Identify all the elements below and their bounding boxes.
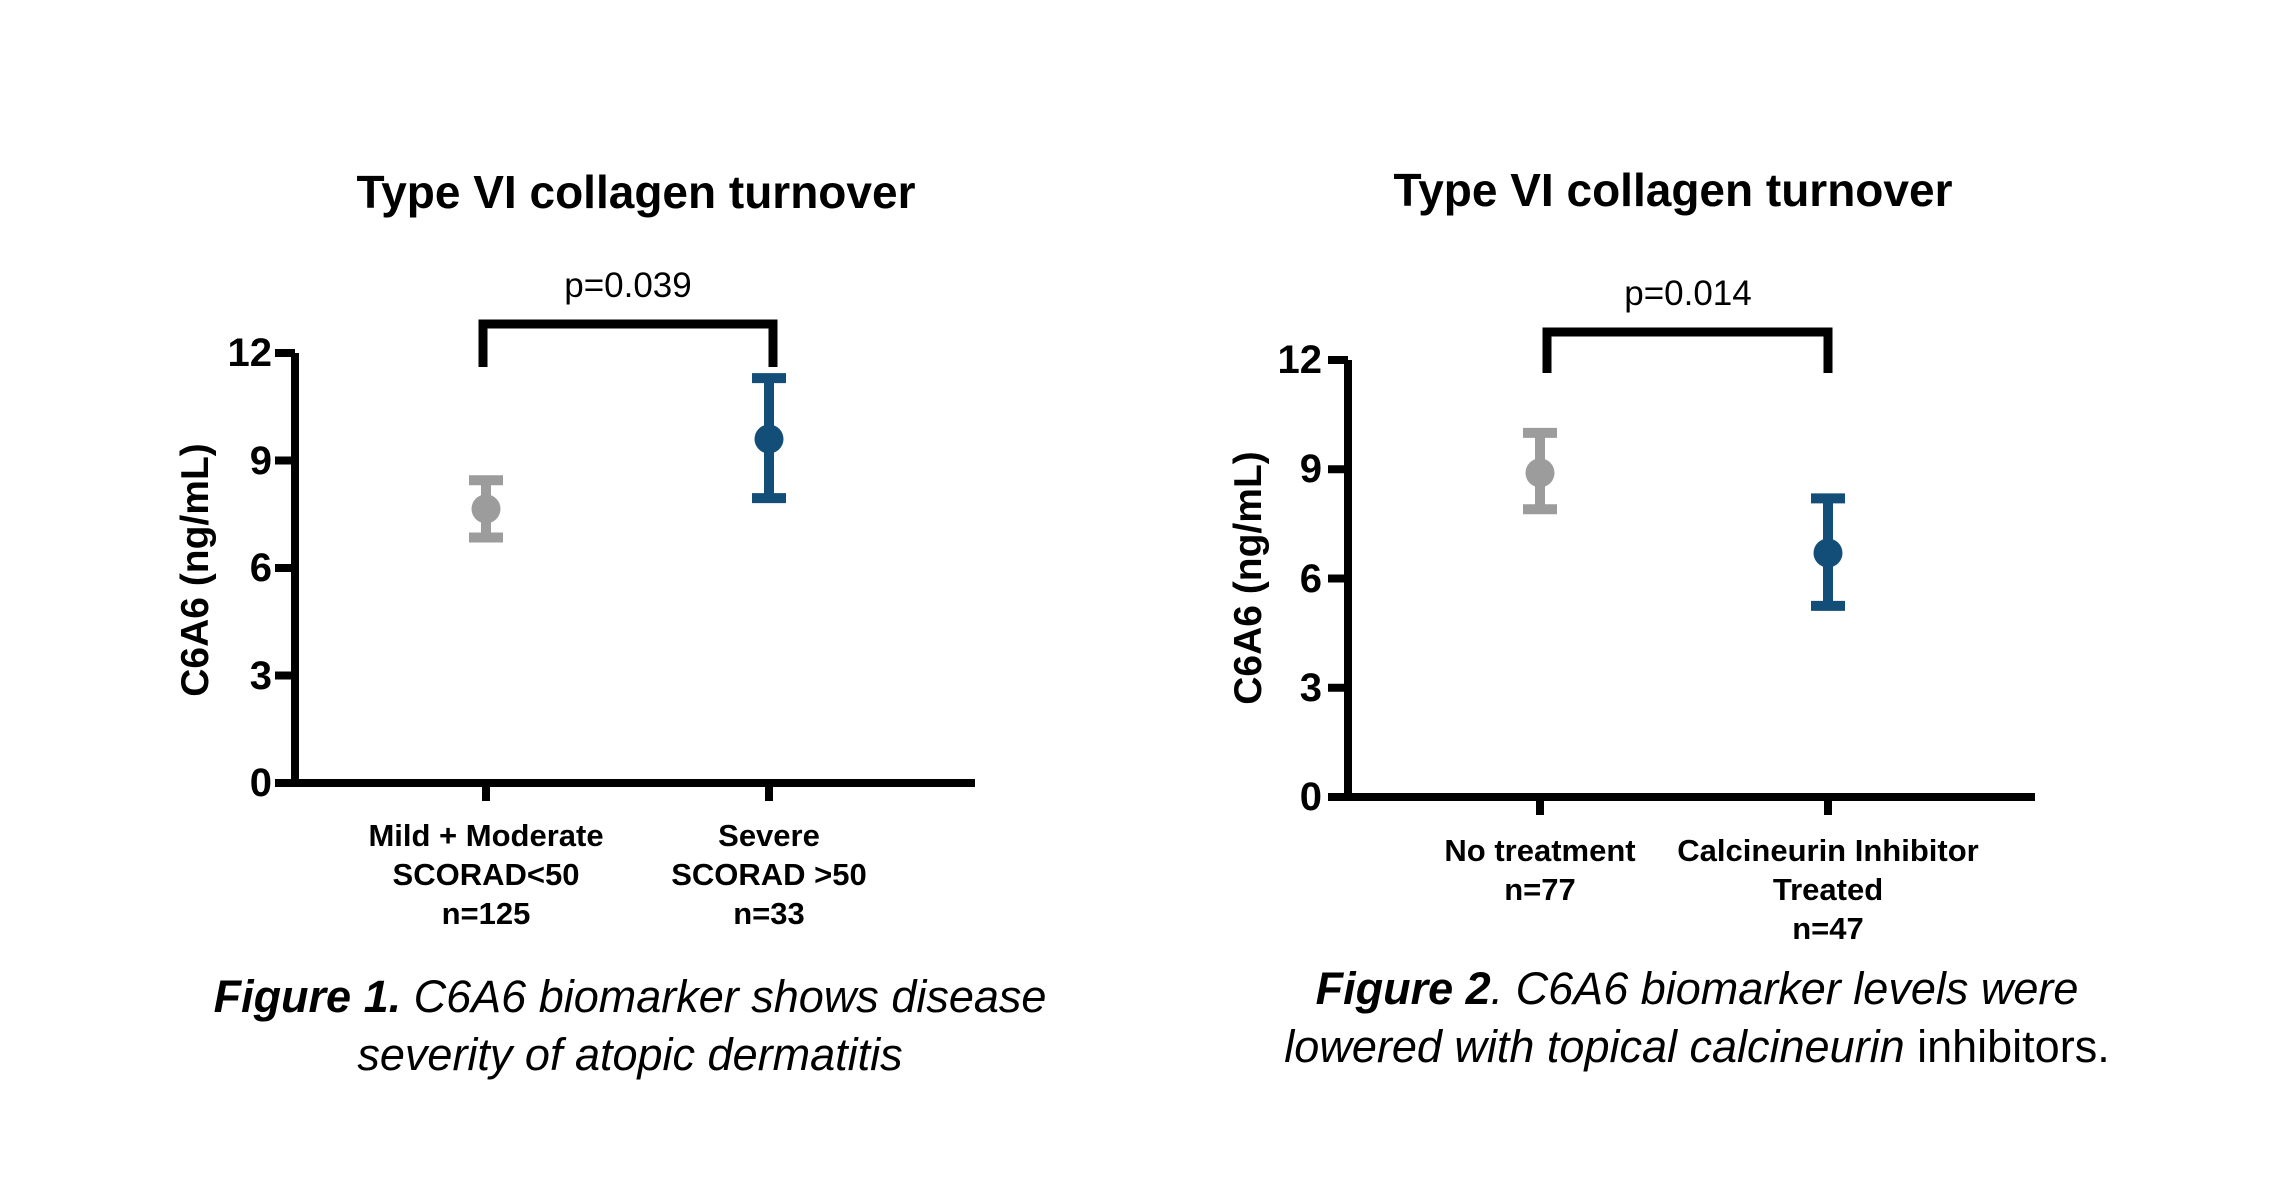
caption-line: Figure 2. C6A6 biomarker levels were (1127, 960, 2267, 1018)
caption-segment: Figure 1. (213, 971, 402, 1022)
x-category-label-line: n=33 (733, 896, 805, 931)
caption-segment: inhibitors. (1917, 1021, 2110, 1072)
y-tick-label: 3 (1299, 665, 1322, 710)
caption-segment: Figure 2 (1315, 963, 1491, 1014)
y-tick-label: 0 (1299, 775, 1322, 819)
chart2-title: Type VI collagen turnover (1393, 164, 1953, 216)
x-category-label-line: n=47 (1792, 911, 1864, 946)
caption-segment: severity of atopic dermatitis (357, 1029, 903, 1080)
y-tick-label: 12 (1277, 338, 1323, 382)
y-tick-label: 0 (249, 761, 272, 805)
mean-data-point (1525, 458, 1555, 488)
chart-1-plot (275, 319, 975, 801)
significance-bracket (1542, 327, 1833, 373)
axes (1344, 360, 2035, 801)
y-tick-label: 3 (249, 653, 272, 698)
mean-data-point (754, 424, 784, 454)
chart-2-plot (1328, 327, 2035, 815)
x-category-label-line: Calcineurin Inhibitor (1677, 833, 1979, 868)
x-category-label-line: Severe (718, 818, 820, 853)
caption-line: lowered with topical calcineurin inhibit… (1127, 1018, 2267, 1076)
y-tick-label: 9 (249, 438, 272, 483)
y-tick-label: 6 (1299, 556, 1322, 601)
caption-segment: . C6A6 biomarker levels were (1490, 963, 2079, 1014)
y-tick-label: 6 (249, 546, 272, 590)
x-category-label-line: No treatment (1444, 833, 1636, 868)
mean-data-point (471, 494, 501, 524)
x-category-label-line: SCORAD<50 (392, 857, 580, 892)
chart2-pvalue-label: p=0.014 (1624, 274, 1752, 313)
y-tick-label: 12 (227, 331, 273, 375)
mean-data-point (1813, 538, 1843, 568)
y-tick-label: 9 (1299, 447, 1322, 492)
axes (291, 353, 975, 787)
x-category-label-line: n=125 (441, 896, 531, 931)
chart1-pvalue-label: p=0.039 (564, 266, 692, 305)
caption-segment: lowered with topical calcineurin (1284, 1021, 1918, 1072)
chart1-title: Type VI collagen turnover (356, 166, 916, 218)
caption-line: Figure 1. C6A6 biomarker shows disease (110, 968, 1150, 1026)
x-category-label-line: n=77 (1504, 872, 1576, 907)
caption-segment: C6A6 biomarker shows disease (401, 971, 1047, 1022)
x-category-label: No treatment n=77 (1280, 831, 1800, 909)
x-category-label-line: SCORAD >50 (671, 857, 867, 892)
caption-line: severity of atopic dermatitis (110, 1026, 1150, 1084)
x-category-label-line: Mild + Moderate (368, 818, 604, 853)
significance-bracket (478, 319, 778, 367)
x-category-label-line: Treated (1772, 872, 1884, 907)
